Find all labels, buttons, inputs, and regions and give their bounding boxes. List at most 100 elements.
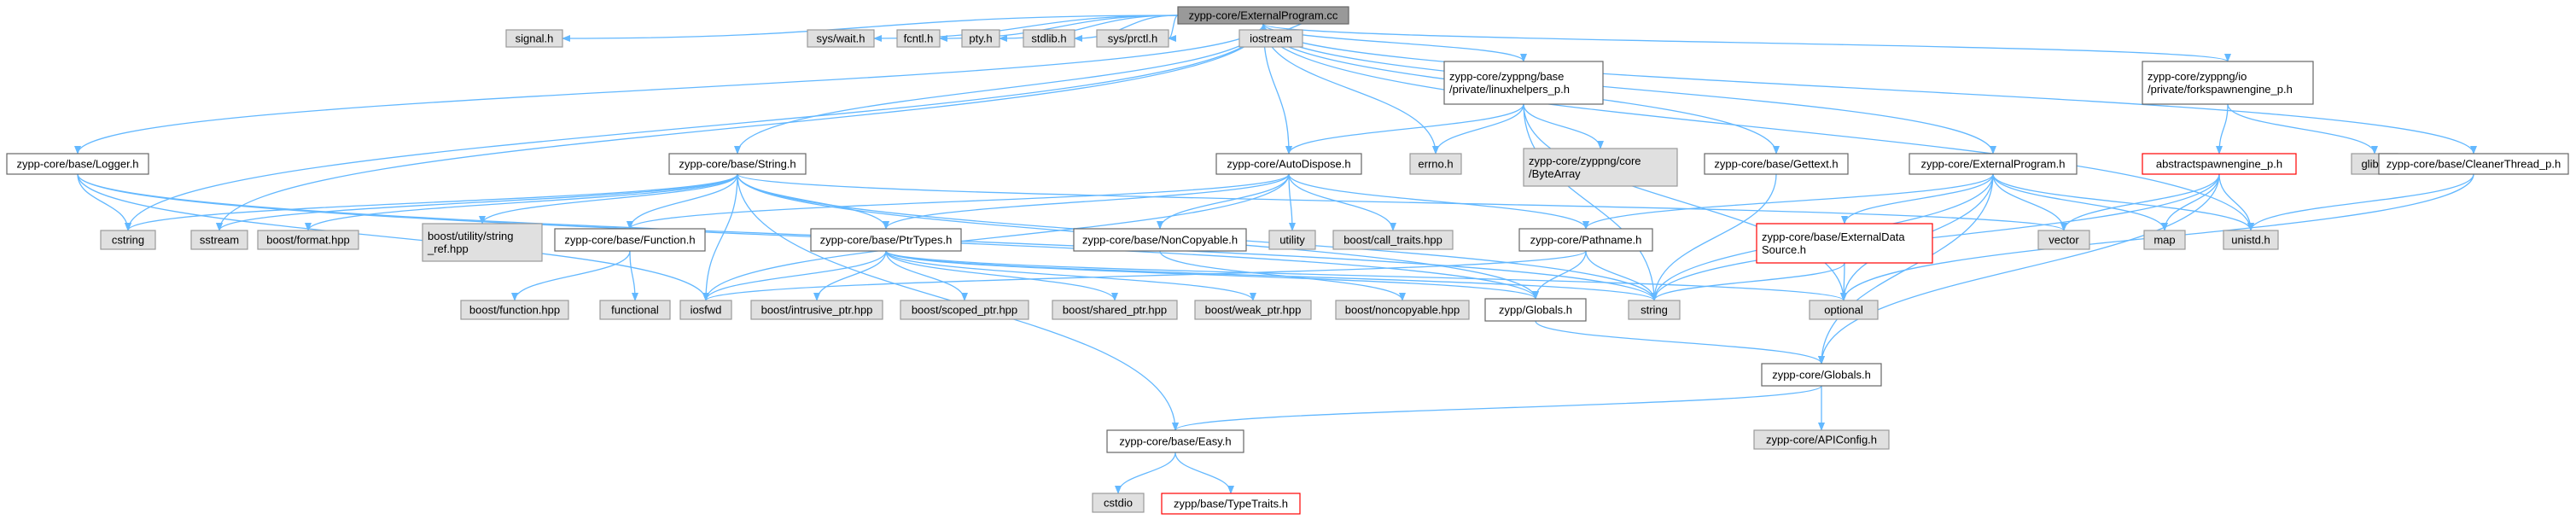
edge-ptrtypes-to-sharedptr xyxy=(885,250,1118,301)
node-autodispose[interactable]: zypp-core/AutoDispose.h xyxy=(1215,153,1362,175)
node-string_h[interactable]: zypp-core/base/String.h xyxy=(668,153,807,175)
edge-extdatasource-to-optional xyxy=(1840,262,1848,301)
node-label: zypp-core/AutoDispose.h xyxy=(1227,158,1350,171)
edge-ptrtypes-to-iosfwd xyxy=(702,250,887,301)
node-weakptr: boost/weak_ptr.hpp xyxy=(1194,300,1312,320)
edge-string_h-to-boostformat xyxy=(305,173,738,231)
node-label: vector xyxy=(2049,234,2079,247)
node-label: zypp-core/base/Gettext.h xyxy=(1714,158,1838,171)
node-label: Source.h xyxy=(1762,243,1806,256)
node-coreglobals[interactable]: zypp-core/Globals.h xyxy=(1761,363,1882,387)
edge-forkspawn-to-abstractspawn xyxy=(2216,103,2229,155)
edge-linuxhelpers-to-string xyxy=(1523,103,1658,301)
node-fcntl: fcntl.h xyxy=(896,29,941,48)
node-cstring: cstring xyxy=(100,230,156,250)
edge-string_h-to-boostutilstr xyxy=(479,173,738,225)
node-ptrtypes[interactable]: zypp-core/base/PtrTypes.h xyxy=(810,228,962,252)
node-sharedptr: boost/shared_ptr.hpp xyxy=(1052,300,1178,320)
node-box xyxy=(1335,300,1470,320)
node-box xyxy=(2142,153,2297,175)
edge-abstractspawn-to-coreglobals xyxy=(1818,173,2220,364)
node-label: zypp-core/base/NonCopyable.h xyxy=(1082,234,1238,247)
node-string: string xyxy=(1628,300,1681,320)
edge-autodispose-to-pathname xyxy=(1288,173,1589,230)
node-label: stdlib.h xyxy=(1031,32,1066,45)
edge-ptrtypes-to-weakptr xyxy=(885,250,1256,301)
node-label: zypp-core/zyppng/io xyxy=(2148,70,2247,83)
node-box xyxy=(257,230,359,250)
edge-root-to-sstream xyxy=(216,23,1264,231)
node-noncopyable[interactable]: zypp-core/base/NonCopyable.h xyxy=(1073,228,1247,252)
edges-layer xyxy=(74,15,2477,494)
node-abstractspawn[interactable]: abstractspawnengine_p.h xyxy=(2142,153,2297,175)
edge-linuxhelpers-to-optional xyxy=(1523,103,1847,301)
node-iostream: iostream xyxy=(1238,29,1303,48)
node-zyppglobals[interactable]: zypp/Globals.h xyxy=(1484,298,1587,322)
node-label: boost/function.hpp xyxy=(469,304,560,317)
edge-extprog_h-to-coreglobals xyxy=(1818,173,1994,364)
edge-ptrtypes-to-optional xyxy=(885,250,1847,301)
node-box xyxy=(1523,148,1678,187)
node-label: zypp/base/TypeTraits.h xyxy=(1174,498,1288,510)
node-label: /private/linuxhelpers_p.h xyxy=(1449,83,1570,96)
node-label: errno.h xyxy=(1418,158,1453,171)
node-forkspawn[interactable]: zypp-core/zyppng/io/private/forkspawneng… xyxy=(2142,61,2314,105)
node-label: zypp-core/base/String.h xyxy=(679,158,796,171)
edge-string_h-to-iosfwd xyxy=(702,173,738,301)
node-label: zypp-core/APIConfig.h xyxy=(1766,434,1877,446)
edge-abstractspawn-to-string xyxy=(1651,173,2220,301)
node-cleaner[interactable]: zypp-core/base/CleanerThread_p.h xyxy=(2378,153,2569,175)
edge-linuxhelpers-to-errno xyxy=(1432,103,1524,155)
node-label: sstream xyxy=(200,234,239,247)
edge-extprog_h-to-vector xyxy=(1992,173,2067,231)
node-label: sys/wait.h xyxy=(816,32,865,45)
node-linuxhelpers[interactable]: zypp-core/zyppng/base/private/linuxhelpe… xyxy=(1443,61,1604,105)
node-box xyxy=(599,300,671,320)
node-label: iostream xyxy=(1250,32,1292,45)
node-label: cstring xyxy=(112,234,144,247)
edge-autodispose-to-iosfwd xyxy=(702,173,1290,301)
edge-zyppglobals-to-coreglobals xyxy=(1535,320,1825,364)
edge-logger-to-zyppglobals xyxy=(77,173,1539,300)
edge-string_h-to-sstream xyxy=(216,173,738,231)
edge-autodispose-to-utility xyxy=(1288,173,1296,231)
node-box xyxy=(1238,29,1303,48)
node-label: boost/noncopyable.hpp xyxy=(1345,304,1460,317)
node-box xyxy=(1809,300,1879,320)
edge-root-to-forkspawn xyxy=(1262,23,2231,62)
node-gettext[interactable]: zypp-core/base/Gettext.h xyxy=(1704,153,1849,175)
node-box xyxy=(668,153,807,175)
edge-root-to-stdlib xyxy=(1074,15,1179,42)
edge-linuxhelpers-to-autodispose xyxy=(1285,103,1524,155)
edge-ptrtypes-to-scopedptr xyxy=(885,250,968,301)
node-box xyxy=(1073,228,1247,252)
edge-extprog_h-to-unistd xyxy=(1992,173,2254,231)
node-extprog_h[interactable]: zypp-core/ExternalProgram.h xyxy=(1909,153,2078,175)
node-root[interactable]: zypp-core/ExternalProgram.cc xyxy=(1177,6,1349,25)
node-label: boost/shared_ptr.hpp xyxy=(1063,304,1167,317)
edge-root-to-signal xyxy=(562,15,1179,42)
node-box xyxy=(810,228,962,252)
node-function_h[interactable]: zypp-core/base/Function.h xyxy=(554,228,706,252)
edge-coreglobals-to-easy xyxy=(1172,385,1822,431)
node-signal: signal.h xyxy=(505,29,563,48)
node-logger[interactable]: zypp-core/base/Logger.h xyxy=(6,153,149,175)
node-label: optional xyxy=(1824,304,1863,317)
node-label: functional xyxy=(611,304,659,317)
edge-root-to-unistd xyxy=(1262,23,2254,231)
node-box xyxy=(1023,29,1075,48)
node-label: signal.h xyxy=(516,32,554,45)
node-box xyxy=(1409,153,1462,175)
node-label: zypp-core/zyppng/core xyxy=(1529,155,1641,167)
edge-easy-to-typetraits xyxy=(1174,452,1234,494)
node-easy[interactable]: zypp-core/base/Easy.h xyxy=(1106,429,1244,453)
node-pathname[interactable]: zypp-core/Pathname.h xyxy=(1518,228,1653,252)
node-box xyxy=(1332,230,1454,250)
node-errno: errno.h xyxy=(1409,153,1462,175)
edge-logger-to-cstring xyxy=(77,173,131,231)
node-box xyxy=(1909,153,2078,175)
node-typetraits[interactable]: zypp/base/TypeTraits.h xyxy=(1161,493,1301,515)
node-label: zypp-core/base/PtrTypes.h xyxy=(820,234,953,247)
node-box xyxy=(1484,298,1587,322)
